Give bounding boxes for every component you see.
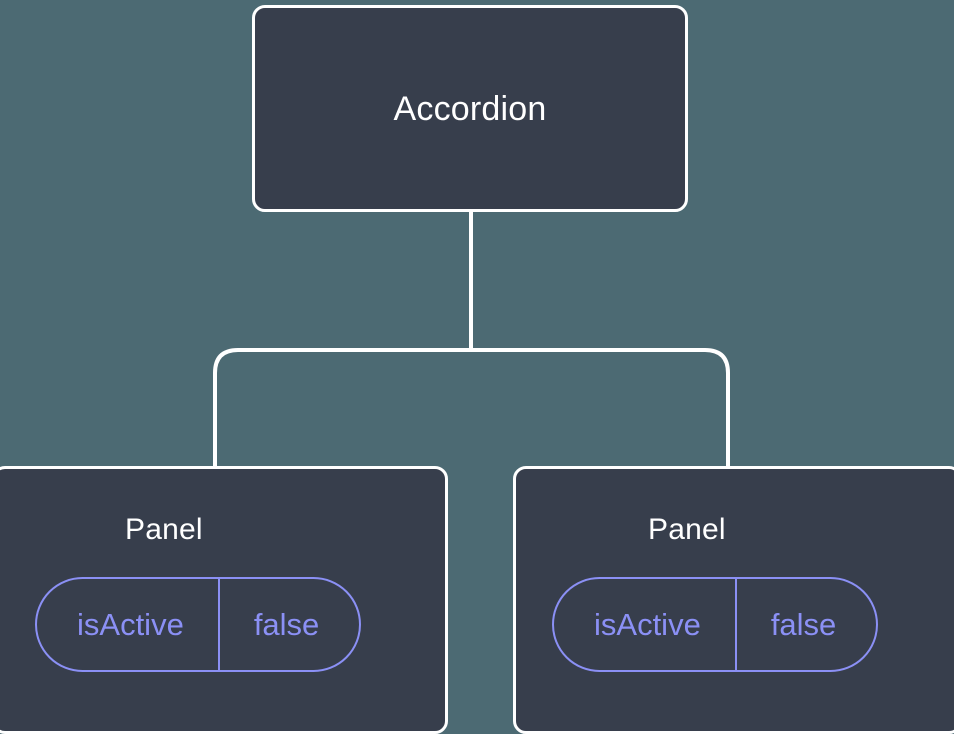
node-panel-1[interactable]: Panel isActive false <box>0 466 448 734</box>
node-panel-2[interactable]: Panel isActive false <box>513 466 954 734</box>
connector-elbow-right <box>471 348 730 468</box>
node-accordion[interactable]: Accordion <box>252 5 688 212</box>
state-value-label: false <box>217 579 359 670</box>
connector-elbow-left <box>213 348 471 468</box>
state-badge-panel-2[interactable]: isActive false <box>552 577 879 672</box>
state-value-label: false <box>734 579 876 670</box>
node-panel-2-title: Panel <box>648 513 726 546</box>
state-badge-panel-1[interactable]: isActive false <box>35 577 362 672</box>
state-key-label: isActive <box>594 607 701 642</box>
node-accordion-title: Accordion <box>393 89 547 128</box>
state-key-label: isActive <box>77 607 184 642</box>
node-panel-1-title: Panel <box>125 513 203 546</box>
